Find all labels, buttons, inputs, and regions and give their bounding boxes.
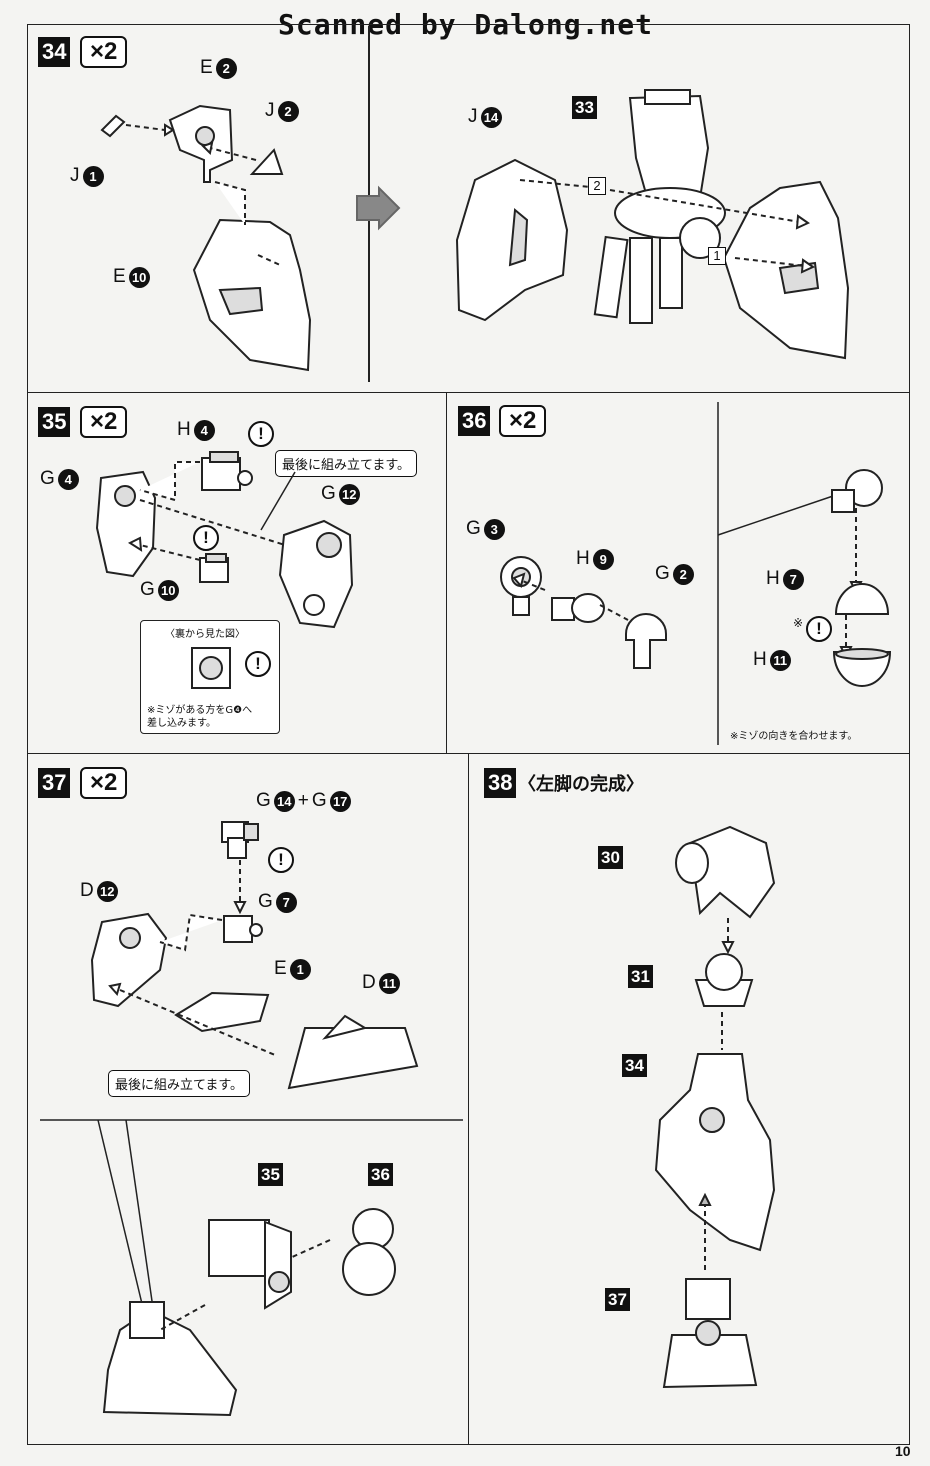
step-34-number: 34 — [38, 37, 71, 67]
sub-label-30: 30 — [598, 846, 623, 869]
step-38-panel — [468, 753, 910, 1445]
sub-label-36: 36 — [368, 1163, 393, 1186]
step-37-inset-guides — [159, 1239, 331, 1331]
assemble-last-callout-35: 最後に組み立てます。 — [275, 450, 418, 477]
step-38-title: 〈左脚の完成〉 — [518, 774, 644, 795]
step-37-number: 37 — [38, 768, 71, 798]
part-h4-block — [201, 451, 253, 491]
sub-34-lower-leg — [654, 1053, 776, 1252]
step-34-guides — [125, 123, 281, 266]
part-j14-shell — [455, 158, 569, 322]
warning-icon-g14: ! — [268, 847, 294, 873]
step-34-right-guides — [519, 179, 816, 274]
part-g12-shell — [278, 519, 354, 629]
step-34-multiplier: ×2 — [80, 36, 128, 68]
order-marker-2: 2 — [588, 177, 606, 195]
sub-30-knee-armor — [675, 825, 776, 919]
groove-note-35: ※ミゾがある方をG❹へ 差し込みます。 — [147, 705, 253, 729]
part-g10-block — [199, 553, 229, 583]
part-e-shell-right — [722, 180, 850, 360]
part-g14-g17-elbow — [221, 821, 259, 859]
part-elbow-joint — [831, 469, 883, 513]
sub-33-upper-leg — [593, 89, 726, 324]
part-d11-foot-cover — [287, 1014, 419, 1090]
step-36-multiplier: ×2 — [499, 405, 547, 437]
assembled-foot — [102, 1301, 238, 1417]
back-view-block — [191, 647, 231, 689]
part-e2-hinge — [168, 104, 234, 183]
step-37-multiplier: ×2 — [80, 767, 128, 799]
note-asterisk-36: ※ — [793, 616, 804, 630]
sub-label-35: 35 — [258, 1163, 283, 1186]
part-j1-pin — [100, 114, 126, 138]
step-37-guides — [108, 860, 276, 1056]
step-36-inset-frame — [717, 402, 837, 745]
order-marker-1: 1 — [708, 247, 726, 265]
part-e1-plate — [174, 991, 270, 1033]
step-34-flow-arrow-icon — [356, 185, 401, 231]
warning-icon-h4: ! — [248, 421, 274, 447]
step-35-guides — [127, 461, 286, 561]
step-38-number: 38 — [484, 768, 517, 798]
groove-note-36: ※ミゾの向きを合わせます。 — [730, 731, 858, 742]
sub-label-37: 37 — [605, 1288, 630, 1311]
sub-37-foot-assembly — [662, 1278, 758, 1389]
part-g2-cap — [625, 613, 667, 669]
back-view-label: 〈裏から見た図〉 — [165, 629, 245, 640]
callout-35-pointer — [260, 471, 296, 531]
sub-31-knee-joint — [694, 953, 754, 1007]
page-number: 10 — [895, 1443, 911, 1459]
step-35-multiplier: ×2 — [80, 406, 128, 438]
sub-36-ball-joint — [342, 1208, 396, 1296]
part-d12-hinge — [90, 912, 168, 1008]
part-e10-shell — [192, 218, 312, 372]
part-h7-dome — [834, 583, 890, 615]
step-37-inset-frame — [40, 1119, 463, 1309]
part-h9-joint — [551, 593, 605, 623]
warning-icon-back-view: ! — [245, 651, 271, 677]
step-36-number: 36 — [458, 406, 491, 436]
sub-label-33: 33 — [572, 96, 597, 119]
sub-35-hinge-assembly — [208, 1219, 292, 1310]
assemble-last-callout-37: 最後に組み立てます。 — [108, 1070, 251, 1097]
part-g7-block — [223, 915, 263, 943]
part-h11-bowl — [832, 648, 892, 687]
sub-label-31: 31 — [628, 965, 653, 988]
warning-icon-g10: ! — [193, 525, 219, 551]
step-35-number: 35 — [38, 407, 71, 437]
warning-icon-h11: ! — [806, 616, 832, 642]
sub-label-34: 34 — [622, 1054, 647, 1077]
part-j2-triangle — [249, 148, 284, 175]
